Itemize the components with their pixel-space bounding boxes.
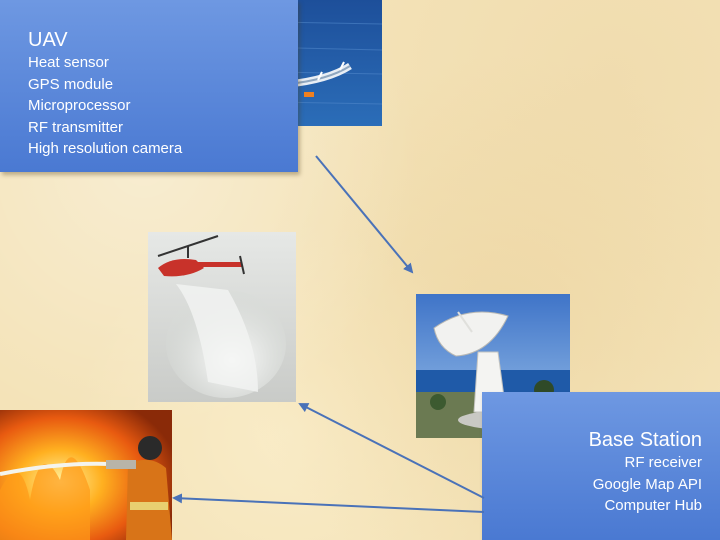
- firefighting-helicopter-photo: [148, 232, 296, 402]
- arrow-base-to-helicopter: [298, 403, 485, 499]
- uav-item-heat-sensor: Heat sensor: [28, 54, 109, 71]
- base-item-google-map-api: Google Map API: [592, 475, 702, 493]
- arrow-base-to-firefighter: [172, 493, 485, 513]
- uav-title: UAV: [28, 29, 68, 51]
- uav-item-microprocessor: Microprocessor: [28, 97, 131, 114]
- base-item-computer-hub: Computer Hub: [604, 497, 702, 514]
- uav-item-rf-transmitter: RF transmitter: [28, 118, 124, 136]
- uav-component-box: UAV Heat sensor GPS module Microprocesso…: [0, 0, 298, 172]
- uav-item-gps-module: GPS module: [28, 75, 114, 93]
- firefighter-photo: [0, 410, 172, 540]
- arrow-uav-to-base: [315, 155, 414, 274]
- base-station-title: Base Station: [588, 429, 702, 451]
- base-item-rf-receiver: RF receiver: [624, 454, 702, 471]
- base-station-component-box: Base Station RF receiver Google Map API …: [482, 392, 720, 540]
- uav-item-camera: High resolution camera: [28, 140, 183, 157]
